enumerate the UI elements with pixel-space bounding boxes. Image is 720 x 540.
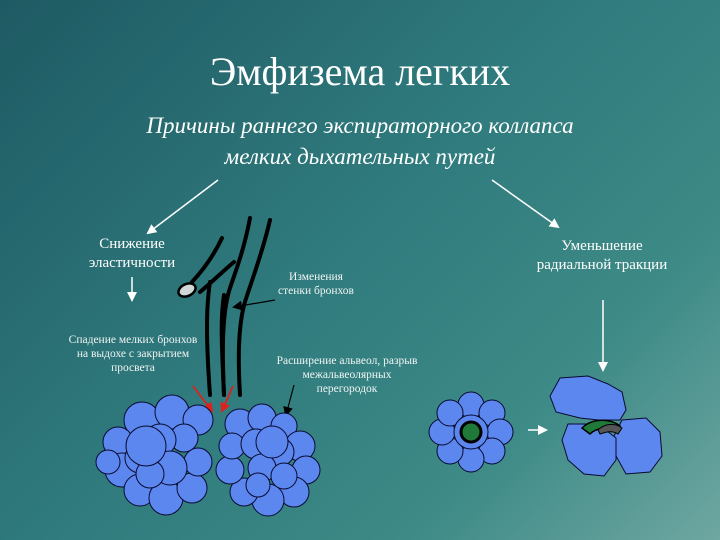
label-collapse: Спадение мелких бронхов на выдохе с закр… xyxy=(62,333,204,375)
bronchus-cross-section xyxy=(176,281,197,299)
pointer-to-bronchus xyxy=(234,300,275,307)
label-elasticity: Снижение эластичности xyxy=(62,235,202,273)
alveoli-cluster-right xyxy=(216,404,320,516)
label-traction: Уменьшение радиальной тракции xyxy=(532,237,672,275)
label-expansion: Расширение альвеол, разрыв межальвеолярн… xyxy=(274,354,420,396)
label-wall-change: Изменения стенки бронхов xyxy=(275,270,357,298)
open-lumen xyxy=(461,422,481,442)
alveoli-cluster-left xyxy=(96,395,213,515)
arrow-to-traction xyxy=(492,180,558,227)
arrow-to-elasticity xyxy=(148,180,218,233)
